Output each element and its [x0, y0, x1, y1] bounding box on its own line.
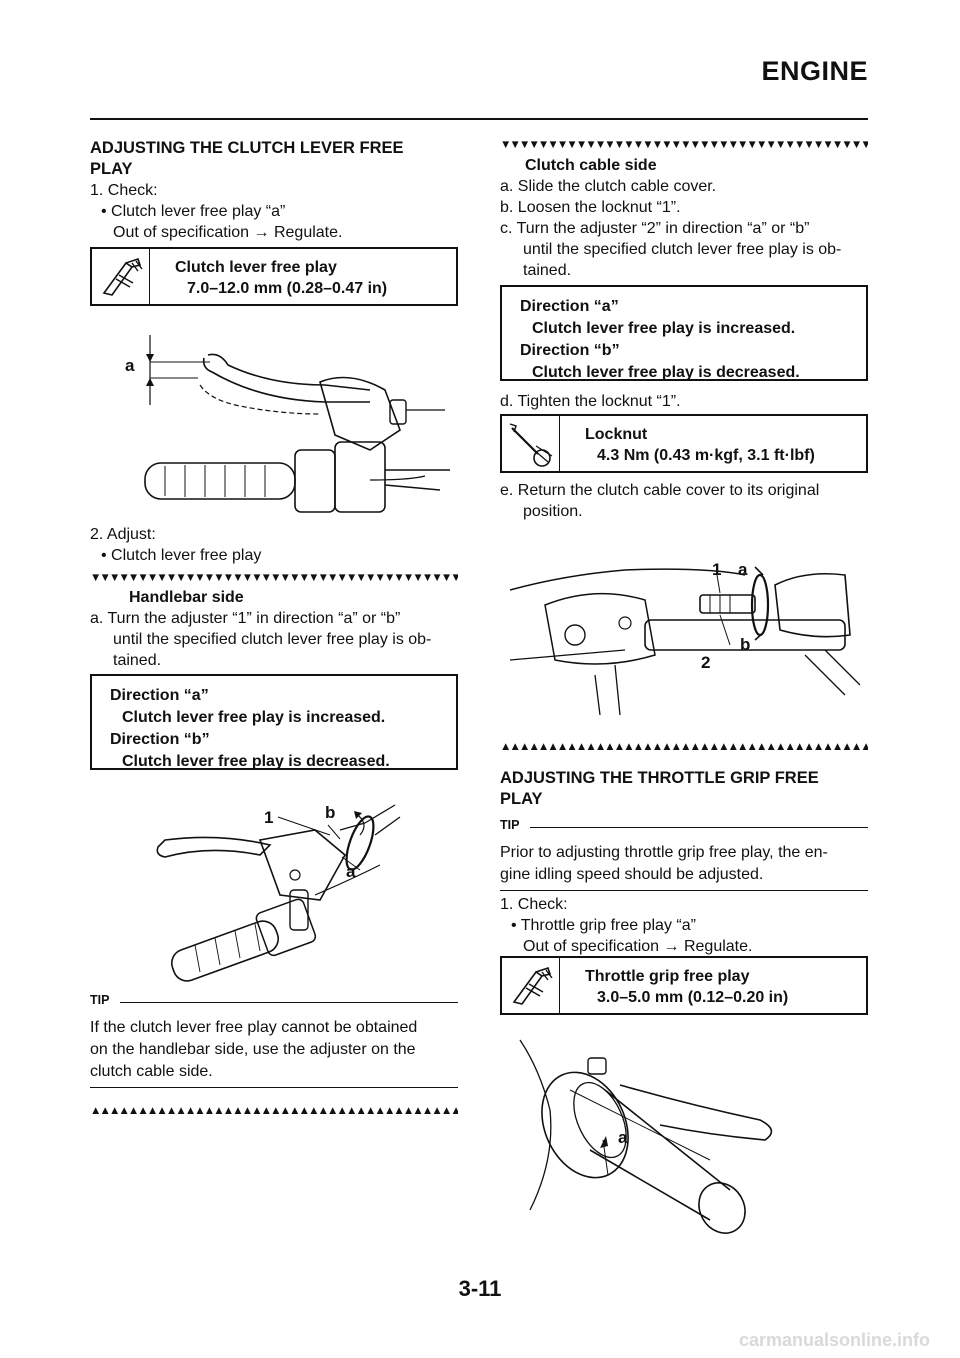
- direction-a-text: Clutch lever free play is increased.: [532, 320, 796, 337]
- step-e-line-1: e. Return the clutch cable cover to its …: [500, 482, 820, 499]
- section-title-throttle: ADJUSTING THE THROTTLE GRIP FREE PLAY: [500, 768, 819, 810]
- figure-cable-side-adjuster: [509, 566, 861, 716]
- tip-right-line-1: Prior to adjusting throttle grip free pl…: [500, 844, 828, 861]
- figure-2-label-a: a: [346, 862, 356, 881]
- direction-a-text: Clutch lever free play is increased.: [122, 709, 386, 726]
- watermark: carmanualsonline.info: [738, 1330, 930, 1350]
- spec-title: Locknut: [585, 426, 648, 443]
- spec-title: Clutch lever free play: [175, 259, 337, 276]
- step-a-line-3: tained.: [113, 652, 162, 669]
- figure-throttle-grip: [519, 1039, 773, 1234]
- spec-box-locknut-torque: Locknut 4.3 Nm (0.43 m·kgf, 3.1 ft·lbf): [500, 414, 868, 473]
- marker-row-down-triangles-right: ▼▼▼▼▼▼▼▼▼▼▼▼▼▼▼▼▼▼▼▼▼▼▼▼▼▼▼▼▼▼▼▼▼▼▼▼▼▼▼▼…: [500, 139, 868, 151]
- tip-label-right: TIP: [500, 818, 520, 832]
- step-d-tighten-locknut: d. Tighten the locknut “1”.: [500, 393, 681, 410]
- figure-2-label-b: b: [325, 803, 336, 822]
- step-b-loosen-locknut: b. Loosen the locknut “1”.: [500, 199, 681, 216]
- step-a-line-1: a. Turn the adjuster “1” in direction “a…: [90, 610, 401, 627]
- tip-rule-bottom-left: [90, 1087, 458, 1088]
- direction-b-title: Direction “b”: [520, 342, 620, 359]
- figure-clutch-lever-free-play: [144, 335, 450, 513]
- spec-value: 7.0–12.0 mm (0.28–0.47 in): [187, 280, 388, 297]
- marker-row-down-triangles: ▼▼▼▼▼▼▼▼▼▼▼▼▼▼▼▼▼▼▼▼▼▼▼▼▼▼▼▼▼▼▼▼▼▼▼▼▼▼▼▼…: [90, 572, 458, 584]
- step-1-bullet-throttle: • Throttle grip free play “a”: [511, 917, 696, 934]
- figure-2-label-1: 1: [264, 808, 274, 827]
- section-title-line-1: ADJUSTING THE THROTTLE GRIP FREE: [500, 769, 819, 787]
- tip-left-line-1: If the clutch lever free play cannot be …: [90, 1019, 418, 1036]
- step-c-line-3: tained.: [523, 262, 572, 279]
- spec-value: 3.0–5.0 mm (0.12–0.20 in): [597, 989, 789, 1006]
- step-2-adjust: 2. Adjust:: [90, 526, 156, 543]
- section-title-line-2: PLAY: [500, 790, 543, 808]
- figure-3-label-2: 2: [701, 653, 711, 672]
- figure-3-label-b: b: [740, 635, 751, 654]
- step-c-line-1: c. Turn the adjuster “2” in direction “a…: [500, 220, 810, 237]
- direction-b-text: Clutch lever free play is decreased.: [532, 364, 800, 381]
- subheading-clutch-cable-side: Clutch cable side: [525, 157, 657, 174]
- step-a-slide-cover: a. Slide the clutch cable cover.: [500, 178, 717, 195]
- spec-box-clutch-free-play: Clutch lever free play 7.0–12.0 mm (0.28…: [90, 247, 458, 306]
- direction-box-cable: Direction “a” Clutch lever free play is …: [500, 285, 868, 381]
- step-1-bullet: • Clutch lever free play “a”: [101, 203, 286, 220]
- tip-left-line-2: on the handlebar side, use the adjuster …: [90, 1041, 416, 1058]
- step-2-bullet: • Clutch lever free play: [101, 547, 262, 564]
- step-e-line-2: position.: [523, 503, 583, 520]
- figure-handlebar-adjuster: [156, 804, 401, 982]
- header-rule: [90, 118, 868, 120]
- caliper-icon: [92, 249, 150, 304]
- step-a-line-2: until the specified clutch lever free pl…: [113, 631, 432, 648]
- section-title-line-2: PLAY: [90, 160, 133, 178]
- section-title-line-1: ADJUSTING THE CLUTCH LEVER FREE: [90, 139, 404, 157]
- torque-wrench-icon: [502, 416, 560, 471]
- tip-rule-bottom-right: [500, 890, 868, 891]
- subheading-handlebar-side: Handlebar side: [129, 589, 244, 606]
- page-header-title: ENGINE: [761, 56, 868, 86]
- figure-4-label-a: a: [618, 1128, 628, 1147]
- tip-label-left: TIP: [90, 993, 110, 1007]
- figure-1-label-a: a: [125, 356, 135, 375]
- direction-b-title: Direction “b”: [110, 731, 210, 748]
- caliper-icon: [502, 958, 560, 1013]
- figure-3-label-1: 1: [712, 560, 722, 579]
- figure-3-label-a: a: [738, 560, 748, 579]
- spec-value: 4.3 Nm (0.43 m·kgf, 3.1 ft·lbf): [597, 447, 815, 464]
- tip-left-line-3: clutch cable side.: [90, 1063, 213, 1080]
- spec-box-throttle-free-play: Throttle grip free play 3.0–5.0 mm (0.12…: [500, 956, 868, 1015]
- direction-a-title: Direction “a”: [110, 687, 209, 704]
- step-1-out-of-spec: Out of specification → Regulate.: [113, 224, 343, 241]
- tip-right-line-2: gine idling speed should be adjusted.: [500, 866, 764, 883]
- step-1-out-of-spec-throttle: Out of specification → Regulate.: [523, 938, 753, 955]
- step-c-line-2: until the specified clutch lever free pl…: [523, 241, 842, 258]
- tip-rule-top-right: [530, 827, 868, 828]
- step-1-check: 1. Check:: [90, 182, 158, 199]
- tip-rule-top-left: [120, 1002, 458, 1003]
- direction-a-title: Direction “a”: [520, 298, 619, 315]
- direction-box-handlebar: Direction “a” Clutch lever free play is …: [90, 674, 458, 770]
- section-title-clutch: ADJUSTING THE CLUTCH LEVER FREE PLAY: [90, 138, 404, 180]
- page-number: 3-11: [458, 1276, 502, 1301]
- marker-row-up-triangles-right: ▲▲▲▲▲▲▲▲▲▲▲▲▲▲▲▲▲▲▲▲▲▲▲▲▲▲▲▲▲▲▲▲▲▲▲▲▲▲▲▲…: [500, 741, 868, 753]
- marker-row-up-triangles-left: ▲▲▲▲▲▲▲▲▲▲▲▲▲▲▲▲▲▲▲▲▲▲▲▲▲▲▲▲▲▲▲▲▲▲▲▲▲▲▲▲…: [90, 1105, 458, 1117]
- spec-title: Throttle grip free play: [585, 968, 750, 985]
- step-1-check-throttle: 1. Check:: [500, 896, 568, 913]
- direction-b-text: Clutch lever free play is decreased.: [122, 753, 390, 770]
